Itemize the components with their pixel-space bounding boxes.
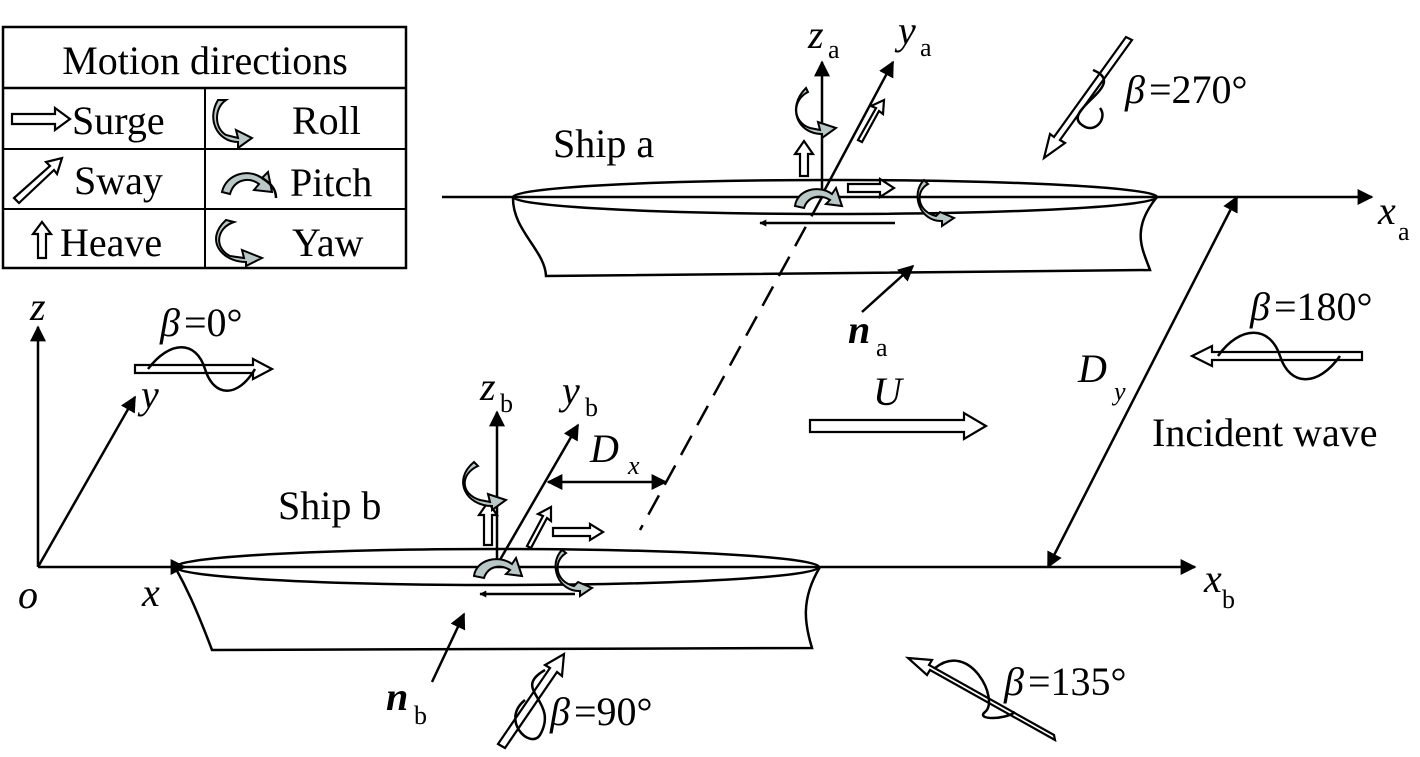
wave-135-arrow-icon — [904, 656, 1057, 743]
dx-label: D — [589, 426, 619, 471]
ship-a-z-label: z — [807, 12, 824, 57]
ship-b-surge-icon — [551, 522, 606, 542]
global-z-label: z — [29, 284, 46, 329]
ship-a-heave-icon — [792, 139, 816, 178]
dy-dimension-arrow — [1046, 195, 1239, 569]
wave-270-deg: β =270° — [1042, 35, 1248, 161]
wave-135-deg: β =135° — [904, 656, 1127, 743]
ship-b-x-label: x — [1203, 556, 1222, 601]
yaw-icon — [215, 218, 265, 268]
pitch-icon — [220, 169, 278, 199]
ship-b-roll-icon — [462, 460, 509, 512]
wave-0-value: =0° — [184, 300, 243, 345]
spacing-annotations: D x D y — [546, 195, 1239, 569]
legend-sway-label: Sway — [74, 158, 163, 203]
legend-yaw-label: Yaw — [292, 220, 364, 265]
ship-a-y-sub: a — [920, 33, 932, 62]
ship-a-y-label: y — [894, 8, 916, 53]
legend-pitch-label: Pitch — [290, 160, 372, 205]
ship-a-normal-label: n — [848, 307, 870, 352]
ship-b-normal-label: n — [386, 674, 408, 719]
wave-0-arrow-icon — [133, 357, 275, 381]
legend-surge-label: Surge — [72, 98, 165, 143]
ship-b-y-sub: b — [585, 393, 598, 422]
dy-label: D — [1077, 346, 1107, 391]
wave-0-deg: β =0° — [133, 300, 275, 392]
ship-b-yaw-icon — [554, 548, 595, 598]
wave-135-symbol: β — [1003, 659, 1024, 704]
ship-a-normal-sub: a — [876, 333, 888, 362]
roll-icon — [212, 99, 254, 150]
legend-heave-label: Heave — [60, 220, 162, 265]
ship-b-z-label: z — [479, 364, 496, 409]
ship-b-sway-icon — [525, 505, 553, 550]
wave-90-arrow-icon — [496, 651, 566, 750]
dx-sub: x — [627, 451, 640, 480]
wave-90-value: =90° — [574, 689, 653, 734]
global-x-label: x — [141, 570, 160, 615]
wave-90-symbol: β — [549, 689, 570, 734]
wave-270-symbol: β — [1124, 67, 1145, 112]
ship-a-x-sub: a — [1398, 217, 1410, 246]
legend-title: Motion directions — [62, 38, 348, 83]
wave-90-deg: β =90° — [496, 651, 653, 750]
ship-a-x-label: x — [1377, 188, 1396, 233]
wave-180-value: =180° — [1274, 284, 1373, 329]
ship-a-name: Ship a — [553, 121, 654, 166]
ship-a: Ship a z a y a x a n a — [442, 8, 1410, 362]
global-axes: z y x o — [18, 284, 187, 617]
ship-b-name: Ship b — [278, 483, 381, 528]
ship-a-z-sub: a — [828, 35, 840, 64]
wave-270-value: =270° — [1149, 67, 1248, 112]
global-y-label: y — [137, 372, 159, 417]
surge-icon — [10, 105, 72, 133]
ship-b-y-label: y — [558, 368, 580, 413]
motion-legend: Motion directions Surge Roll Sway Pitch … — [1, 25, 408, 270]
wave-135-value: =135° — [1028, 659, 1127, 704]
ship-a-sway-icon — [856, 98, 886, 144]
wave-180-deg: β =180° — [1189, 284, 1373, 381]
legend-roll-label: Roll — [292, 98, 361, 143]
ship-a-pitch-icon — [793, 185, 844, 210]
ship-a-surge-icon — [846, 176, 897, 200]
sway-icon — [12, 156, 64, 205]
dy-sub: y — [1111, 377, 1126, 406]
ship-b-x-sub: b — [1222, 585, 1235, 614]
speed-label: U — [873, 369, 905, 414]
ship-b-z-sub: b — [500, 389, 513, 418]
wave-270-arrow-icon — [1042, 35, 1134, 161]
speed-arrow-icon — [808, 411, 989, 441]
ship-b-normal-sub: b — [414, 701, 427, 730]
incident-waves: Incident wave β =0° β =90° β =135° β — [133, 35, 1377, 750]
wave-0-symbol: β — [159, 300, 180, 345]
wave-180-symbol: β — [1249, 284, 1270, 329]
global-origin-label: o — [18, 572, 38, 617]
incident-wave-label: Incident wave — [1152, 410, 1377, 455]
ship-connector-dashed-line — [638, 196, 824, 531]
ship-a-yaw-icon — [916, 178, 957, 228]
ship-a-roll-icon — [794, 86, 839, 140]
heave-icon — [30, 220, 54, 260]
ship-b-pitch-icon — [472, 555, 524, 580]
forward-speed: U — [808, 369, 989, 441]
